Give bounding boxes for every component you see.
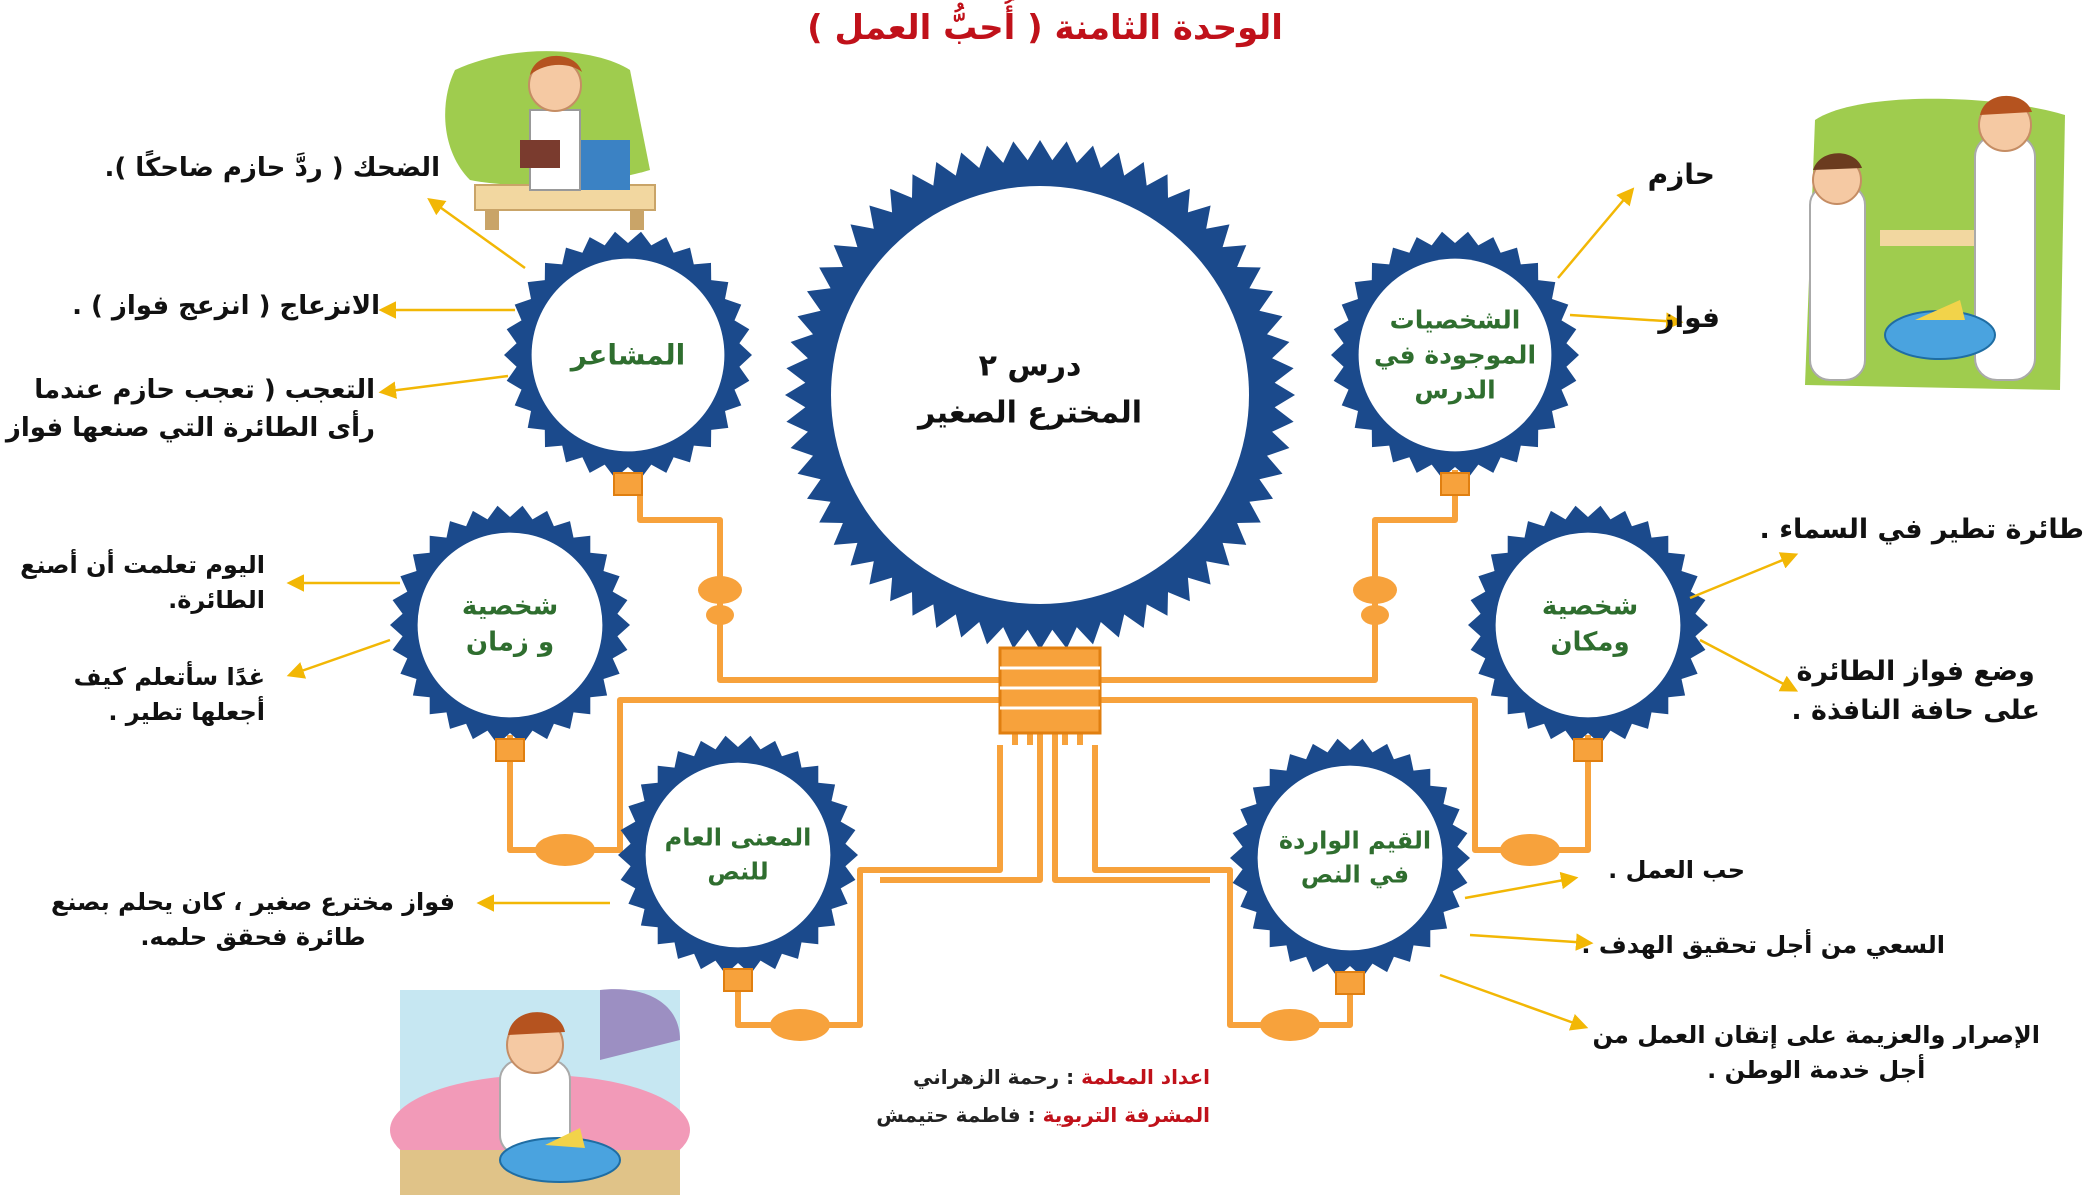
place-sky: طائرة تطير في السماء . [1759,514,2084,545]
feeling-wonder: التعجب ( تعجب حازم عندما رأى الطائرة الت… [0,372,375,447]
time-tomorrow-line2: أجعلها تطير . [108,697,265,726]
node-character-time-line2: و زمان [465,628,555,658]
value-love-work: حب العمل . [1608,856,1745,884]
time-today: اليوم تعلمت أن أصنع الطائرة. [20,548,265,618]
credit-teacher: اعداد المعلمة : رحمة الزهراني [913,1065,1210,1089]
character-time-gear-face [417,532,603,718]
two-boys-airplane-illustration [1805,95,2065,390]
node-feelings: المشاعر [571,335,685,374]
place-window: وضع فواز الطائرة على حافة النافذة . [1791,652,2040,730]
lesson-number: درس ٢ [978,348,1082,384]
node-character-place-line1: شخصية [1541,591,1639,622]
meaning-summary-line1: فواز مخترع صغير ، كان يحلم بصنع [50,888,455,916]
place-window-line1: وضع فواز الطائرة [1796,656,2035,687]
page-title: الوحدة الثامنة ( أُحبُّ العمل ) [807,8,1283,48]
place-window-line2: على حافة النافذة . [1791,695,2040,727]
node-values-line1: القيم الواردة [1278,826,1432,855]
value-persistence-line2: أجل خدمة الوطن . [1707,1055,1926,1084]
node-values: القيم الواردة في النص [1279,824,1431,891]
meaning-summary-line2: طائرة فحقق حلمه. [140,922,366,951]
node-general-meaning-line2: للنص [707,857,769,885]
character-fawaz: فواز [1658,301,1720,334]
feelings-gear-face [531,258,725,452]
general-meaning-connector-icon [723,968,753,992]
node-character-time-line1: شخصية [461,591,559,622]
characters-connector-icon [1440,472,1470,496]
characters-gear-face [1358,258,1552,452]
feeling-wonder-line2: رأى الطائرة التي صنعها فواز ). [0,412,375,443]
time-today-line2: الطائرة. [168,585,265,614]
character-place-connector-icon [1573,738,1603,762]
node-general-meaning-line1: المعنى العام [664,823,812,852]
value-persistence: الإصرار والعزيمة على إتقان العمل من أجل … [1592,1018,2040,1088]
values-connector-icon [1335,971,1365,995]
circuit-resistors [535,576,1560,1041]
node-character-place: شخصية ومكان [1542,589,1638,662]
node-characters: الشخصيات الموجودة في الدرس [1374,303,1536,408]
time-tomorrow: غدًا سأتعلم كيف أجعلها تطير . [74,660,265,730]
node-general-meaning: المعنى العام للنص [665,821,812,888]
boy-with-toy-plane-illustration [390,989,690,1195]
feeling-laugh: الضحك ( ردَّ حازم ضاحكًا ). [104,153,441,183]
lesson-title: المخترع الصغير [917,395,1143,430]
values-gear-face [1257,765,1443,951]
character-hazem: حازم [1647,158,1715,191]
credit-teacher-label: اعداد المعلمة [1081,1065,1210,1089]
center-lesson-label: درس ٢ المخترع الصغير [918,344,1142,437]
credit-supervisor-name: : فاطمة حتيمش [876,1103,1043,1127]
value-persistence-line1: الإصرار والعزيمة على إتقان العمل من [1592,1021,2040,1049]
time-tomorrow-line1: غدًا سأتعلم كيف [73,663,265,691]
boy-reading-illustration [445,51,656,230]
time-today-line1: اليوم تعلمت أن أصنع [20,551,265,579]
feeling-wonder-line1: التعجب ( تعجب حازم عندما [34,375,375,405]
credit-supervisor: المشرفة التربوية : فاطمة حتيمش [876,1103,1210,1127]
gear-layer [390,140,1708,995]
arrows [286,187,1799,1031]
node-values-line2: في النص [1300,860,1410,888]
general-meaning-gear-face [645,762,831,948]
node-character-time: شخصية و زمان [462,589,558,662]
node-characters-line2: الموجودة في [1373,340,1537,370]
credit-supervisor-label: المشرفة التربوية [1042,1103,1210,1127]
center-gear-face [831,186,1249,604]
node-characters-line3: الدرس [1414,375,1496,405]
value-effort: السعي من أجل تحقيق الهدف . [1581,931,1945,959]
character-place-gear-face [1495,532,1681,718]
credit-teacher-name: : رحمة الزهراني [913,1065,1082,1089]
node-characters-line1: الشخصيات [1389,305,1521,335]
feeling-annoy: الانزعاج ( انزعج فواز ) . [72,291,380,321]
character-time-connector-icon [495,738,525,762]
center-connector-icon [998,646,1102,735]
node-feelings-label: المشاعر [570,338,686,372]
feelings-connector-icon [613,472,643,496]
meaning-summary: فواز مخترع صغير ، كان يحلم بصنع طائرة فح… [51,885,455,955]
node-character-place-line2: ومكان [1550,628,1630,658]
